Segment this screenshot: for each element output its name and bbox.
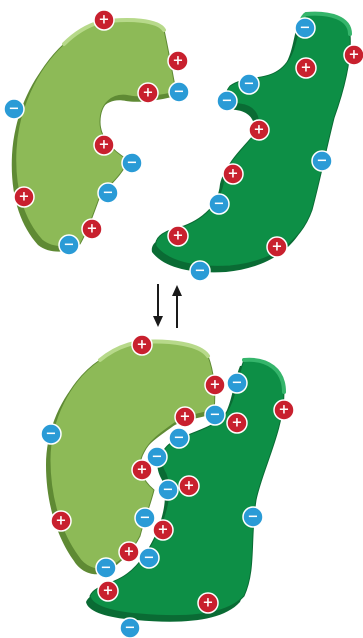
positive-charge-icon: + — [118, 541, 140, 563]
positive-charge-icon: + — [13, 186, 35, 208]
positive-charge-icon: + — [197, 592, 219, 614]
positive-charge-icon: + — [131, 459, 153, 481]
negative-charge-icon: − — [226, 372, 248, 394]
negative-charge-icon: − — [138, 547, 160, 569]
negative-charge-icon: − — [97, 182, 119, 204]
positive-charge-icon: + — [131, 334, 153, 356]
negative-charge-icon: − — [208, 193, 230, 215]
positive-charge-icon: + — [167, 50, 189, 72]
negative-charge-icon: − — [216, 90, 238, 112]
negative-charge-icon: − — [294, 17, 316, 39]
negative-charge-icon: − — [119, 617, 141, 638]
positive-charge-icon: + — [248, 119, 270, 141]
negative-charge-icon: − — [238, 73, 260, 95]
negative-charge-icon: − — [242, 506, 264, 528]
negative-charge-icon: − — [168, 81, 190, 103]
positive-charge-icon: + — [152, 519, 174, 541]
positive-charge-icon: + — [266, 236, 288, 258]
positive-charge-icon: + — [174, 406, 196, 428]
negative-charge-icon: − — [134, 507, 156, 529]
positive-charge-icon: + — [97, 580, 119, 602]
negative-charge-icon: − — [58, 234, 80, 256]
positive-charge-icon: + — [81, 218, 103, 240]
negative-charge-icon: − — [311, 150, 333, 172]
equilibrium-arrows-icon — [153, 284, 182, 328]
negative-charge-icon: − — [40, 423, 62, 445]
negative-charge-icon: − — [204, 404, 226, 426]
negative-charge-icon: − — [157, 479, 179, 501]
bound-complex: + + − + + − + − − − + − + − + − + + − − … — [40, 334, 295, 638]
positive-charge-icon: + — [93, 134, 115, 156]
positive-charge-icon: + — [226, 412, 248, 434]
negative-charge-icon: − — [3, 98, 25, 120]
positive-charge-icon: + — [93, 9, 115, 31]
positive-charge-icon: + — [204, 374, 226, 396]
positive-charge-icon: + — [222, 163, 244, 185]
negative-charge-icon: − — [121, 152, 143, 174]
positive-charge-icon: + — [50, 510, 72, 532]
protein-a-unbound — [11, 18, 177, 252]
arrow-down — [153, 284, 163, 327]
unbound-state: + + + − − + − − + + − − + + − − + − + − … — [3, 9, 363, 282]
negative-charge-icon: − — [189, 260, 211, 282]
positive-charge-icon: + — [273, 399, 295, 421]
negative-charge-icon: − — [168, 427, 190, 449]
arrow-up — [172, 285, 182, 328]
negative-charge-icon: − — [95, 557, 117, 579]
positive-charge-icon: + — [167, 225, 189, 247]
positive-charge-icon: + — [178, 475, 200, 497]
positive-charge-icon: + — [295, 57, 317, 79]
positive-charge-icon: + — [137, 82, 159, 104]
positive-charge-icon: + — [343, 44, 363, 66]
